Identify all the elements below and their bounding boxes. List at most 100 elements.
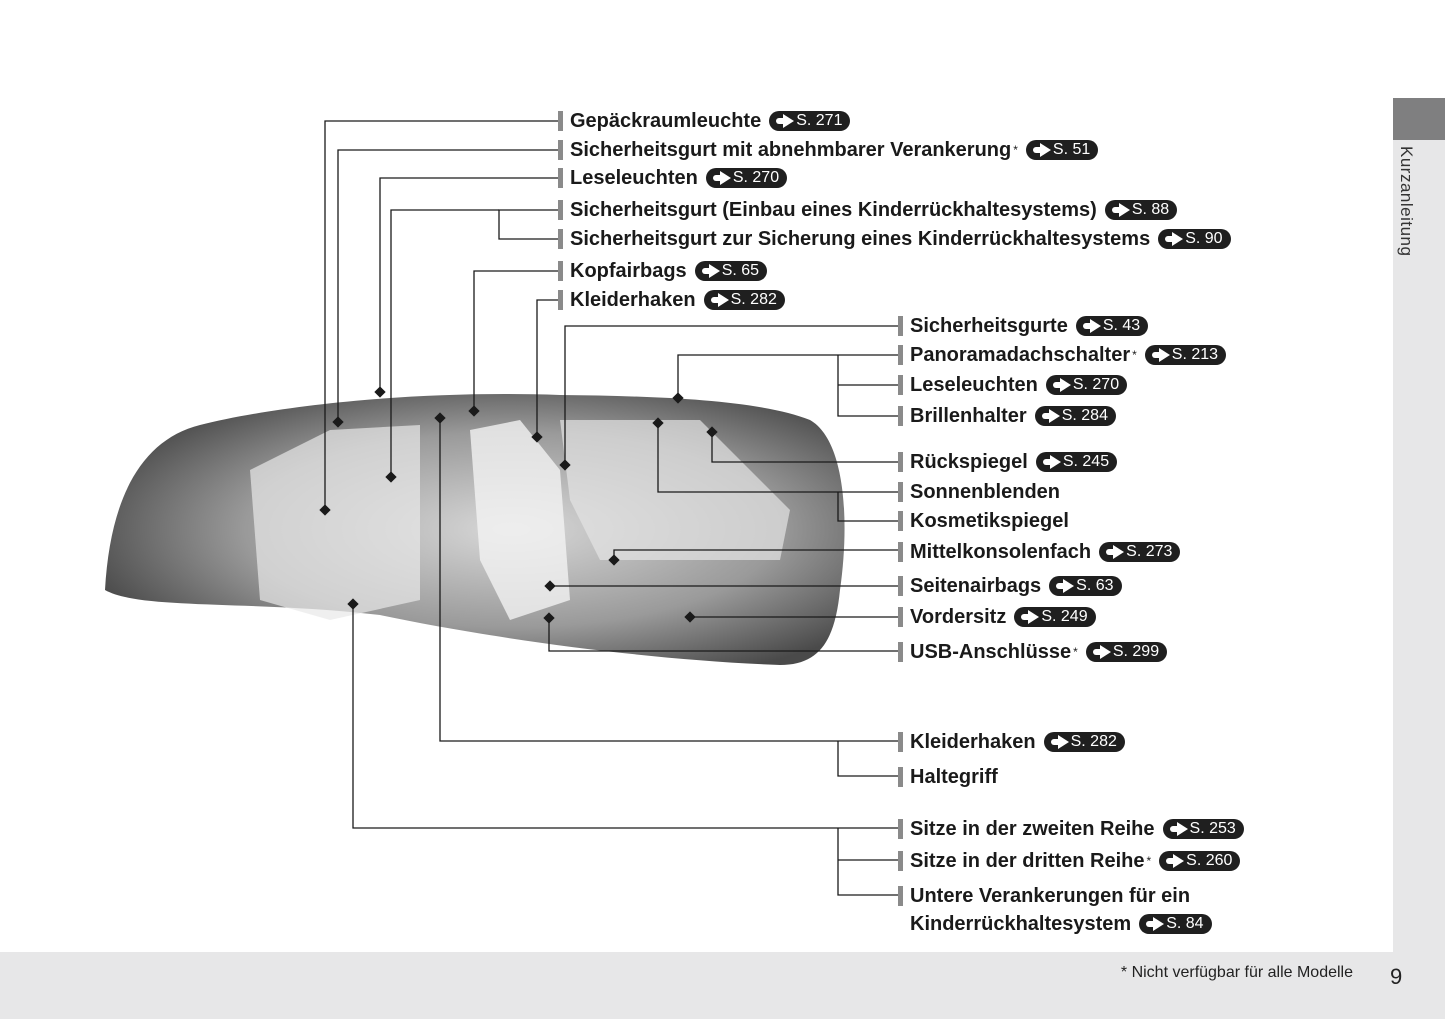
- label-text: Brillenhalter: [910, 405, 1027, 427]
- page-reference-text: S. 270: [732, 169, 780, 186]
- callout-label: Brillenhalter S. 284: [898, 404, 1116, 428]
- label-text: Sitze in der zweiten Reihe: [910, 818, 1155, 840]
- label-marker: [558, 111, 563, 131]
- page-reference-text: S. 271: [796, 112, 843, 129]
- arrow-right-icon: [1042, 455, 1061, 469]
- dashboard-shape: [560, 420, 790, 560]
- page-reference-link[interactable]: S. 270: [705, 168, 788, 188]
- page-reference-link[interactable]: S. 282: [703, 290, 785, 310]
- label-marker: [558, 290, 563, 310]
- arrow-right-icon: [701, 264, 720, 278]
- label-text: Haltegriff: [910, 766, 998, 788]
- callout-label: Sitze in der dritten Reihe*S. 260: [898, 849, 1241, 873]
- label-text: Sicherheitsgurte: [910, 315, 1068, 337]
- page-reference-link[interactable]: S. 249: [1014, 607, 1096, 627]
- label-text: Leseleuchten: [570, 167, 698, 189]
- label-text: Untere Verankerungen für ein: [910, 885, 1191, 907]
- page-reference-link[interactable]: S. 65: [694, 261, 768, 281]
- page-reference-text: S. 245: [1062, 453, 1110, 470]
- label-marker: [898, 819, 903, 839]
- callout-label: Haltegriff: [898, 765, 998, 789]
- label-marker: [898, 886, 903, 906]
- arrow-right-icon: [1092, 645, 1111, 659]
- page-reference-text: S. 273: [1126, 543, 1173, 560]
- arrow-right-icon: [1166, 854, 1185, 868]
- arrow-right-icon: [1151, 348, 1170, 362]
- callout-label: Panoramadachschalter*S. 213: [898, 343, 1227, 367]
- page-reference-text: S. 260: [1186, 852, 1233, 869]
- arrow-right-icon: [710, 293, 729, 307]
- leader-lines: [324, 120, 898, 896]
- arrow-right-icon: [1106, 545, 1125, 559]
- label-text: Sicherheitsgurt mit abnehmbarer Veranker…: [570, 139, 1012, 161]
- page-reference-link[interactable]: S. 299: [1085, 642, 1168, 662]
- page-reference-link[interactable]: S. 284: [1034, 406, 1116, 426]
- page-reference-text: S. 90: [1185, 230, 1223, 247]
- page-reference-link[interactable]: S. 88: [1104, 200, 1178, 220]
- callout-label: Leseleuchten S. 270: [558, 166, 788, 190]
- leader-markers: [319, 386, 718, 624]
- front-seat-shape: [470, 420, 570, 620]
- page-reference-link[interactable]: S. 43: [1075, 316, 1149, 336]
- label-marker: [898, 452, 903, 472]
- arrow-right-icon: [776, 114, 795, 128]
- label-text: Mittelkonsolenfach: [910, 541, 1092, 563]
- page-reference-text: S. 282: [730, 291, 777, 308]
- label-marker: [898, 316, 903, 336]
- label-marker: [898, 482, 903, 502]
- page-reference-text: S. 284: [1061, 407, 1108, 424]
- page-reference-text: S. 299: [1112, 643, 1160, 660]
- label-text-line2: Kinderrückhaltesystem: [910, 913, 1132, 935]
- label-marker: [558, 229, 563, 249]
- page-reference-link[interactable]: S. 271: [769, 111, 851, 131]
- label-marker: [898, 406, 903, 426]
- label-text: Panoramadachschalter: [910, 344, 1131, 366]
- page-reference-link[interactable]: S. 63: [1049, 576, 1122, 596]
- callout-label: Seitenairbags S. 63: [898, 574, 1122, 598]
- arrow-right-icon: [1111, 203, 1130, 217]
- page-reference-text: S. 253: [1189, 820, 1236, 837]
- page-reference-link[interactable]: S. 260: [1159, 851, 1241, 871]
- page-reference-link[interactable]: S. 245: [1035, 452, 1118, 472]
- label-marker: [558, 200, 563, 220]
- arrow-right-icon: [1169, 822, 1188, 836]
- page-reference-text: S. 249: [1041, 608, 1088, 625]
- page-reference-text: S. 65: [721, 262, 760, 279]
- page-reference-link[interactable]: S. 90: [1158, 229, 1231, 249]
- availability-asterisk: *: [1013, 143, 1018, 157]
- callout-label: Sonnenblenden: [898, 480, 1060, 504]
- page-reference-text: S. 84: [1166, 915, 1204, 932]
- label-marker: [898, 851, 903, 871]
- page-reference-link[interactable]: S. 270: [1045, 375, 1128, 395]
- arrow-right-icon: [1052, 378, 1071, 392]
- label-text: USB-Anschlüsse: [910, 641, 1072, 663]
- label-marker: [898, 375, 903, 395]
- arrow-right-icon: [1021, 610, 1040, 624]
- label-marker: [558, 168, 563, 188]
- page-reference-link[interactable]: S. 253: [1162, 819, 1244, 839]
- label-text: Sicherheitsgurt zur Sicherung eines Kind…: [570, 228, 1151, 250]
- callout-label: Sicherheitsgurt mit abnehmbarer Veranker…: [558, 138, 1099, 162]
- page-reference-text: S. 213: [1171, 346, 1219, 363]
- label-text: Sonnenblenden: [910, 481, 1060, 503]
- arrow-right-icon: [1050, 735, 1069, 749]
- page-reference-link[interactable]: S. 84: [1139, 914, 1212, 934]
- label-text: Seitenairbags: [910, 575, 1042, 597]
- page-reference-link[interactable]: S. 282: [1043, 732, 1125, 752]
- page-reference-link[interactable]: S. 51: [1025, 140, 1099, 160]
- page-reference-link[interactable]: S. 273: [1099, 542, 1181, 562]
- label-marker: [898, 576, 903, 596]
- page-reference-link[interactable]: S. 213: [1144, 345, 1227, 365]
- callout-label: Kosmetikspiegel: [898, 509, 1069, 533]
- callout-label: Sicherheitsgurte S. 43: [898, 314, 1149, 338]
- arrow-right-icon: [1146, 917, 1165, 931]
- footnote: * Nicht verfügbar für alle Modelle: [1120, 964, 1353, 981]
- arrow-right-icon: [1041, 409, 1060, 423]
